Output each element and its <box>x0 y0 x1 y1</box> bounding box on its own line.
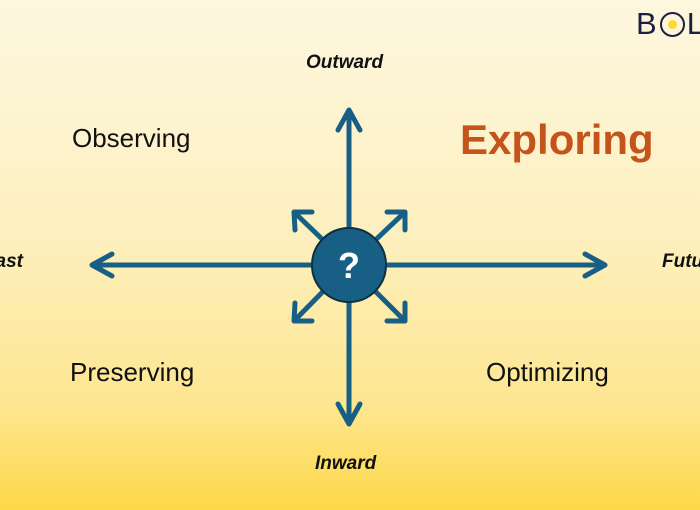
axis-label-outward: Outward <box>306 52 384 73</box>
quadrant-exploring: Exploring <box>460 116 654 163</box>
quadrant-observing: Observing <box>72 123 191 153</box>
center-circle <box>311 227 387 303</box>
quadrant-optimizing: Optimizing <box>486 357 609 387</box>
axis-label-future: Future <box>662 251 700 272</box>
quadrant-preserving: Preserving <box>70 357 195 387</box>
question-mark-icon: ? <box>338 245 360 286</box>
axis-label-past: Past <box>0 251 23 272</box>
arrow-left <box>89 251 352 279</box>
axis-label-inward: Inward <box>315 453 377 474</box>
arrow-right <box>346 251 608 279</box>
